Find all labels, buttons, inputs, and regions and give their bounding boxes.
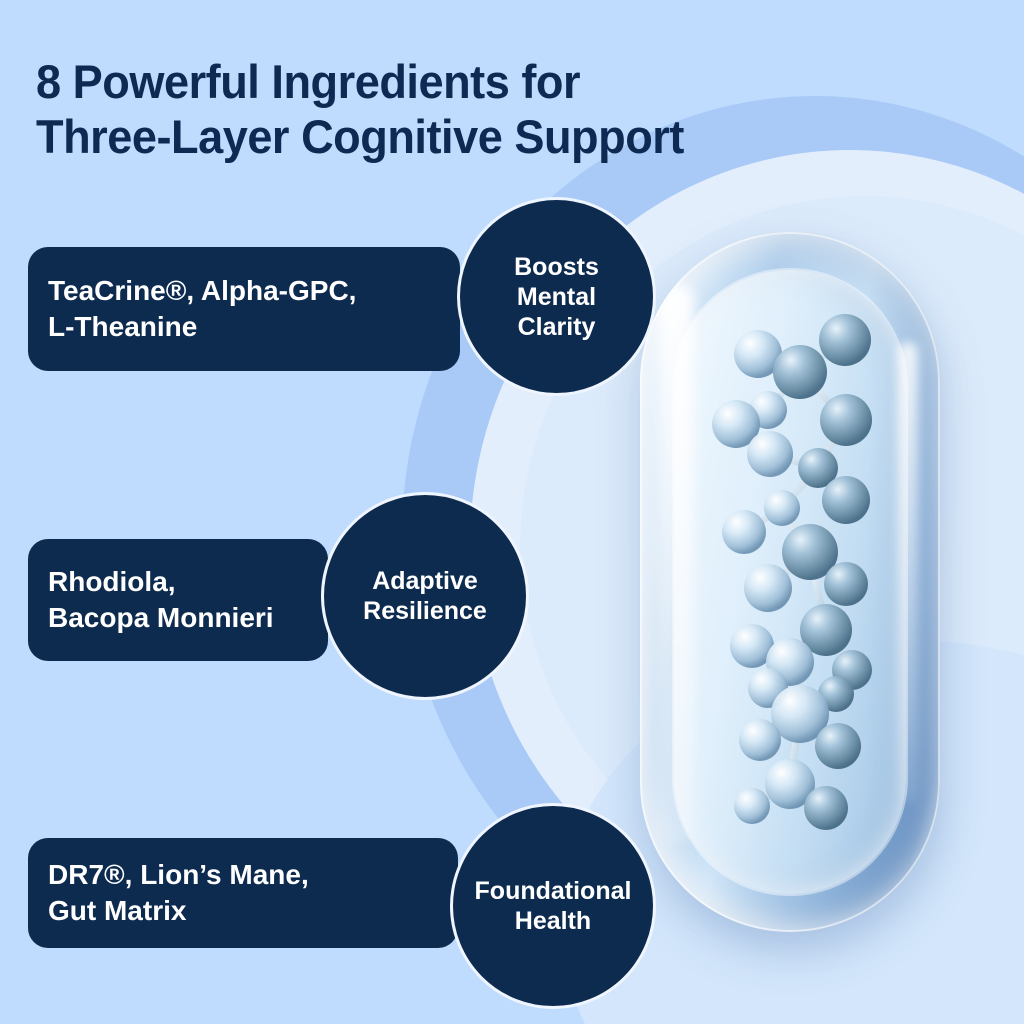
benefit-circle-1: Boosts Mental Clarity — [457, 197, 656, 396]
ingredient-line-2a: Rhodiola, — [48, 566, 176, 598]
ingredient-line-1b: L-Theanine — [48, 311, 198, 342]
ingredient-bar-1: TeaCrine®, Alpha-GPC, L-Theanine — [28, 247, 460, 371]
molecule-graphic — [712, 314, 872, 830]
benefit-line-1a: Boosts — [514, 252, 599, 281]
benefit-text-3: Foundational Health — [475, 876, 632, 936]
ingredient-bar-2: Rhodiola, Bacopa Monnieri — [28, 539, 328, 661]
ingredient-text-3: DR7®, Lion’s Mane, Gut Matrix — [48, 857, 309, 929]
capsule-illustration — [640, 232, 950, 950]
title-line-2: Three-Layer Cognitive Support — [36, 110, 684, 163]
ingredient-line-1a: TeaCrine®, Alpha-GPC, — [48, 275, 357, 307]
benefit-line-1b: Mental — [516, 282, 597, 311]
benefit-text-1: Boosts Mental Clarity — [514, 252, 599, 342]
ingredient-line-2b: Bacopa Monnieri — [48, 602, 274, 633]
benefit-circle-3: Foundational Health — [450, 803, 656, 1009]
benefit-line-2a: Adaptive — [372, 567, 478, 595]
benefit-line-3b: Health — [514, 907, 592, 935]
capsule-highlight-right — [898, 342, 918, 802]
ingredient-line-3a: DR7®, Lion’s Mane, — [48, 859, 309, 891]
capsule-shell — [640, 232, 940, 932]
benefit-line-2b: Resilience — [363, 597, 487, 625]
ingredient-text-2: Rhodiola, Bacopa Monnieri — [48, 564, 274, 636]
ingredient-bar-3: DR7®, Lion’s Mane, Gut Matrix — [28, 838, 458, 948]
title-line-1: 8 Powerful Ingredients for — [36, 55, 581, 109]
benefit-circle-2: Adaptive Resilience — [321, 492, 529, 700]
ingredient-line-3b: Gut Matrix — [48, 895, 187, 926]
capsule-rim — [640, 232, 940, 932]
benefit-text-2: Adaptive Resilience — [363, 566, 487, 626]
benefit-line-1c: Clarity — [517, 312, 596, 341]
page-title: 8 Powerful Ingredients for Three-Layer C… — [36, 55, 965, 164]
benefit-line-3a: Foundational — [474, 877, 632, 905]
ingredient-text-1: TeaCrine®, Alpha-GPC, L-Theanine — [48, 273, 356, 345]
